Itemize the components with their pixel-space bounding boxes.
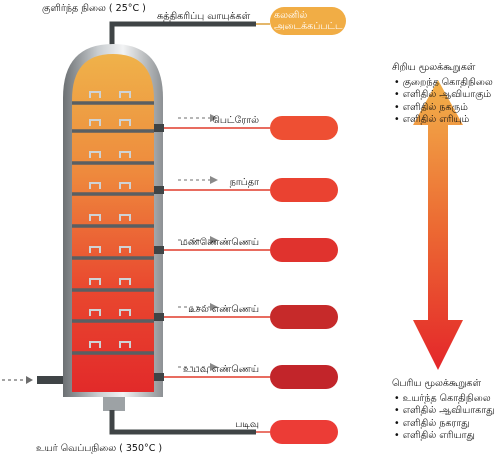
fraction-pill xyxy=(270,305,338,329)
large-molecules-title: பெரிய மூலக்கூறுகள் xyxy=(392,378,482,389)
trays xyxy=(72,101,154,355)
bullet: • xyxy=(394,430,400,441)
fraction-layer xyxy=(154,114,338,444)
small-molecules-point: • எளிதில் ஆவியாகும் xyxy=(394,89,492,100)
bottled-gas-text: கலனில் அடைக்கப்பட்ட வாயு xyxy=(274,10,368,32)
large-molecules-point: • எளிதில் ஆவியாகாது xyxy=(394,405,495,416)
top-vapor-pipe xyxy=(109,21,256,46)
bottom-flange xyxy=(103,397,125,411)
column-interior xyxy=(72,54,154,392)
small-molecules-block: சிறிய மூலக்கூறுகள் • குறைந்த கொதிநிலை • … xyxy=(392,62,493,127)
large-molecules-point: • எளிதில் எரியாது xyxy=(394,430,475,441)
outlet-nozzle xyxy=(154,246,164,254)
bullet: • xyxy=(394,405,400,416)
large-molecules-point: • எளிதில் நகராது xyxy=(394,417,470,429)
cold-state-label: குளிர்ந்த நிலை ( 25°C ) xyxy=(42,3,146,14)
bullet: • xyxy=(394,417,400,429)
fraction-label: நாப்தா xyxy=(229,177,259,188)
bottled-gas-line: அடைக்கப்பட்ட வாயு xyxy=(274,21,368,32)
fraction-label: படிவு xyxy=(235,419,259,430)
fraction-label: டீசல் எண்ணெய் xyxy=(188,304,259,315)
bullet: • xyxy=(394,101,400,113)
small-molecules-point: • எளிதில் எரியும் xyxy=(394,114,470,125)
fraction-pill xyxy=(270,238,338,262)
small-molecules-point: • குறைந்த கொதிநிலை xyxy=(394,76,493,88)
bubble-caps xyxy=(89,91,131,348)
bottom-pipe xyxy=(109,410,256,435)
outlet-nozzle xyxy=(154,313,164,321)
fraction-label: உயவு எண்ணெய் xyxy=(182,364,259,375)
bullet: • xyxy=(394,392,400,404)
outlet-nozzle xyxy=(154,186,164,194)
outlet-nozzle xyxy=(154,373,164,381)
fraction-pill xyxy=(270,116,338,140)
bullet: • xyxy=(394,114,400,125)
hot-state-label: உயர் வெப்பநிலை ( 350°C ) xyxy=(36,443,163,454)
outlet-nozzle xyxy=(154,124,164,132)
refinery-gas-label: சுத்திகரிப்பு வாயுக்கள் xyxy=(157,11,251,22)
bullet: • xyxy=(394,76,400,88)
fraction-pill xyxy=(270,365,338,389)
bottled-gas-line: கலனில் xyxy=(274,10,308,21)
small-molecules-title: சிறிய மூலக்கூறுகள் xyxy=(392,62,476,73)
vapor-arrow-head xyxy=(210,303,218,311)
fraction-label: பெட்ரோல் xyxy=(212,115,259,126)
bullet: • xyxy=(394,89,400,100)
molecule-size-arrow xyxy=(413,80,463,370)
large-molecules-point: • உயர்ந்த கொதிநிலை xyxy=(394,392,491,404)
inlet-arrow-head xyxy=(26,376,33,384)
vapor-arrow-head xyxy=(210,114,218,122)
fraction-pill xyxy=(270,420,338,444)
large-molecules-block: பெரிய மூலக்கூறுகள் • உயர்ந்த கொதிநிலை • … xyxy=(392,378,494,443)
small-molecules-point: • எளிதில் நகரும் xyxy=(394,101,468,113)
vapor-arrow-head xyxy=(210,176,218,184)
fraction-label: மண்ணெண்ணெய் xyxy=(180,237,259,248)
gas-pill xyxy=(270,7,346,35)
fraction-pill xyxy=(270,178,338,202)
inlet-pipe xyxy=(37,376,63,384)
vapor-arrow-head xyxy=(210,363,218,371)
vapor-arrow-head xyxy=(210,236,218,244)
